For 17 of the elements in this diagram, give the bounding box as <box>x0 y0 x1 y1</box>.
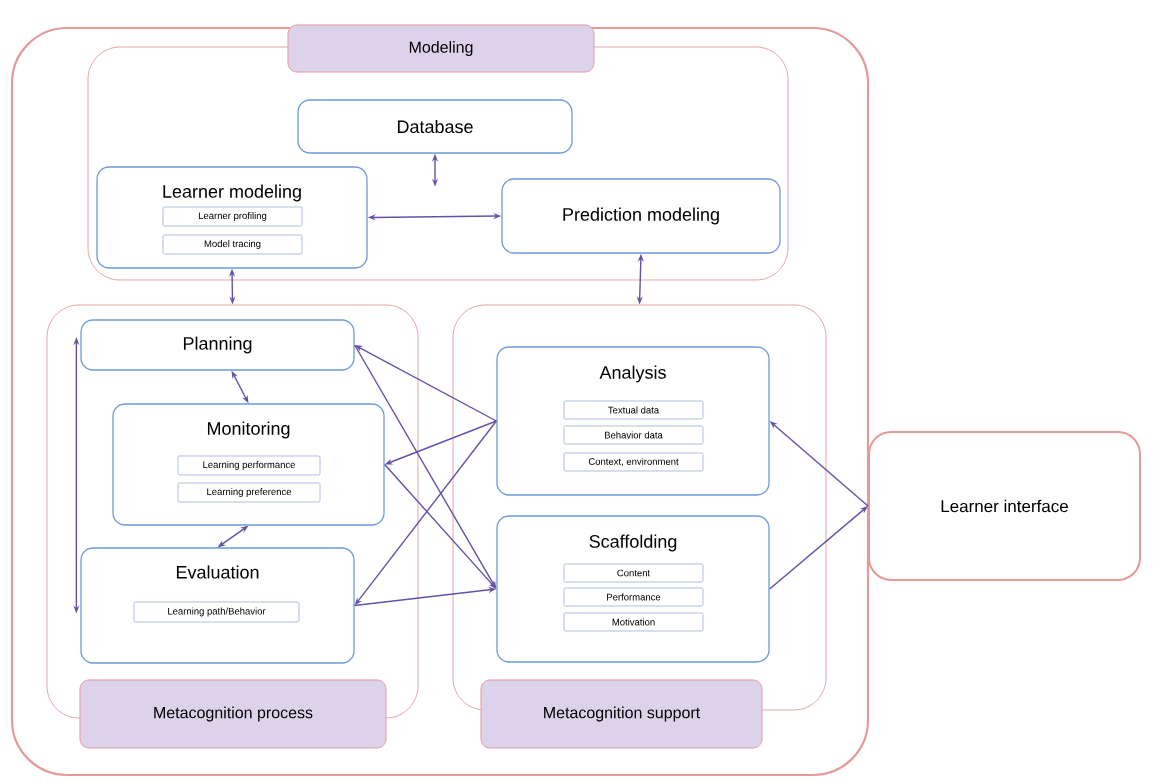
item-box: Context, environment <box>563 452 704 472</box>
item-box: Learning preference <box>177 482 321 503</box>
outer-frame <box>10 26 870 777</box>
item-box: Learner profiling <box>162 206 303 227</box>
process-box: Planning <box>80 319 355 371</box>
item-box: Content <box>563 563 704 583</box>
item-box: Performance <box>563 587 704 607</box>
item-box: Behavior data <box>563 425 704 445</box>
process-box: Prediction modeling <box>501 178 781 254</box>
item-box: Motivation <box>563 612 704 632</box>
process-box: Database <box>297 99 573 154</box>
interface-box: Learner interface <box>868 431 1141 581</box>
item-box: Textual data <box>563 400 704 420</box>
item-box: Learning performance <box>177 455 321 476</box>
arrow <box>768 506 868 590</box>
item-box: Learning path/Behavior <box>133 601 300 623</box>
item-box: Model tracing <box>162 234 303 255</box>
